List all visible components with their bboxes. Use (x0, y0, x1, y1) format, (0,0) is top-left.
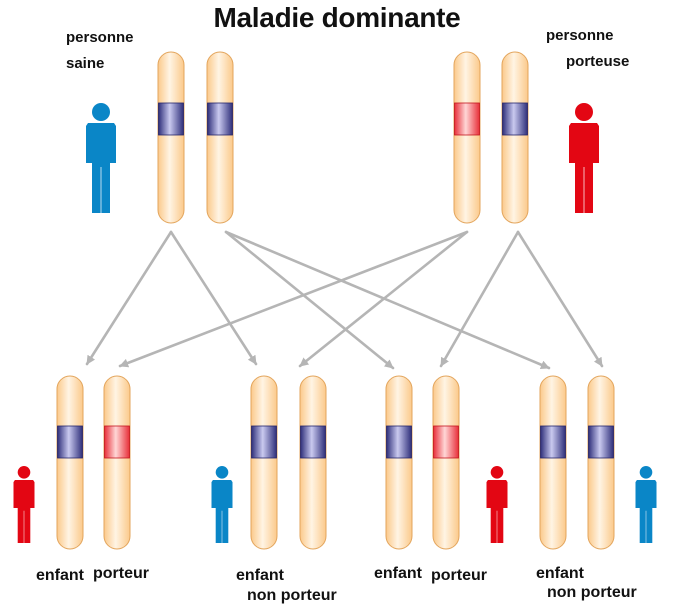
child-3-chromosome-2 (432, 375, 460, 550)
parent-right-chromosome-2 (501, 51, 529, 224)
child-3-label-status: porteur (431, 567, 487, 584)
parent-right-chromosome-1 (453, 51, 481, 224)
inheritance-arrow (439, 230, 520, 368)
parent-left-label-line1: personne (66, 29, 134, 46)
parent-left-label-line2: saine (66, 55, 105, 72)
inheritance-arrow (118, 230, 469, 368)
child-3-person-icon (486, 466, 508, 543)
child-4-chromosome-2 (587, 375, 615, 550)
parent-left-person-icon (86, 103, 116, 213)
normal-allele-band (588, 425, 614, 459)
inheritance-arrow (224, 230, 551, 370)
normal-allele-band (57, 425, 83, 459)
normal-allele-band (207, 102, 233, 136)
child-1-person-icon (13, 466, 35, 543)
inheritance-arrow (516, 230, 604, 368)
inheritance-arrow (298, 230, 469, 368)
normal-allele-band (540, 425, 566, 459)
inheritance-arrow (224, 230, 395, 370)
child-3-chromosome-1 (385, 375, 413, 550)
parent-right-person-icon (569, 103, 599, 213)
parent-left-chromosome-1 (157, 51, 185, 224)
diagram-title: Maladie dominante (213, 2, 461, 33)
child-4-person-icon (635, 466, 657, 543)
parent-right-label-line2: porteuse (566, 53, 630, 70)
child-1-label-status: porteur (93, 565, 149, 582)
child-4-chromosome-1 (539, 375, 567, 550)
child-3-label-word: enfant (374, 565, 422, 582)
child-2-person-icon (211, 466, 233, 543)
child-1-chromosome-1 (56, 375, 84, 550)
child-2-label-word: enfant (236, 567, 284, 584)
parent-right-label-line1: personne (546, 27, 614, 44)
child-1-label-word: enfant (36, 567, 84, 584)
child-2-chromosome-2 (299, 375, 327, 550)
parent-left-chromosome-2 (206, 51, 234, 224)
mutant-allele-band (104, 425, 130, 459)
normal-allele-band (300, 425, 326, 459)
normal-allele-band (158, 102, 184, 136)
normal-allele-band (251, 425, 277, 459)
normal-allele-band (386, 425, 412, 459)
child-4-label-word: enfant (536, 565, 584, 582)
mutant-allele-band (454, 102, 480, 136)
child-1-chromosome-2 (103, 375, 131, 550)
inheritance-arrow (85, 230, 173, 366)
normal-allele-band (502, 102, 528, 136)
child-2-chromosome-1 (250, 375, 278, 550)
mutant-allele-band (433, 425, 459, 459)
child-2-label-status: non porteur (247, 587, 337, 604)
inheritance-arrow (169, 230, 258, 366)
child-4-label-status: non porteur (547, 584, 637, 601)
